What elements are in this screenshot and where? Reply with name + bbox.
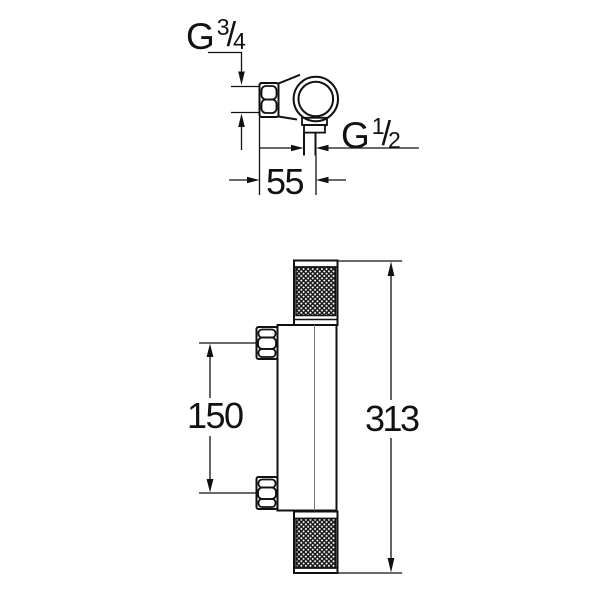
g34-denominator: 4 — [233, 28, 246, 54]
g12-left-arrow — [291, 144, 304, 152]
dim313 — [338, 260, 402, 574]
valve-port-outer-circle — [292, 75, 339, 123]
union-nut-facet-top — [260, 85, 278, 101]
dim313-arrow-down — [387, 558, 395, 573]
valve-body-taper-bottom — [278, 115, 298, 121]
dim55-right-arrow — [316, 176, 329, 184]
union-nut-facet-bottom — [260, 98, 278, 114]
g12-prefix: G — [341, 115, 370, 156]
mixer-body — [276, 324, 338, 512]
g34-prefix: G — [186, 16, 215, 57]
valve-body-taper-top — [278, 73, 301, 85]
top-view-union-drawing — [208, 51, 419, 195]
g34-arrow-down — [238, 71, 245, 85]
dim150-arrow-up — [206, 343, 214, 357]
thread-size-label-g34: G 3 / 4 — [186, 14, 246, 57]
g34-arrow-up — [238, 113, 245, 127]
g34-slash: / — [226, 16, 237, 54]
g34-extension-lines — [231, 85, 260, 114]
g34-numerator: 3 — [216, 14, 230, 40]
g12-denominator: 2 — [388, 127, 401, 153]
outlet-collar-lower — [303, 124, 326, 134]
dimension-55-text: 55 — [266, 161, 305, 202]
bottom-handle-knurl — [295, 517, 337, 569]
thread-size-label-g12: G 1 / 2 — [341, 113, 401, 156]
dim150 — [199, 342, 257, 494]
front-view-mixer-drawing — [199, 259, 402, 574]
top-handle-knurl — [295, 266, 337, 317]
g12-numerator: 1 — [371, 113, 385, 139]
union-nut — [258, 82, 280, 118]
dim150-arrow-down — [206, 479, 214, 493]
dim313-arrow-up — [387, 261, 395, 276]
bottom-inlet-nut — [255, 476, 279, 510]
g34-leader-line — [208, 51, 243, 72]
dimension-313-text: 313 — [365, 398, 420, 439]
g12-right-arrow — [316, 144, 329, 152]
g12-slash: / — [381, 115, 392, 153]
bottom-handle-outline — [293, 510, 339, 574]
top-inlet-nut — [255, 326, 279, 360]
dim55-left-arrow — [247, 176, 260, 184]
dimension-150-text: 150 — [187, 395, 244, 436]
valve-port-inner-circle — [297, 80, 335, 118]
